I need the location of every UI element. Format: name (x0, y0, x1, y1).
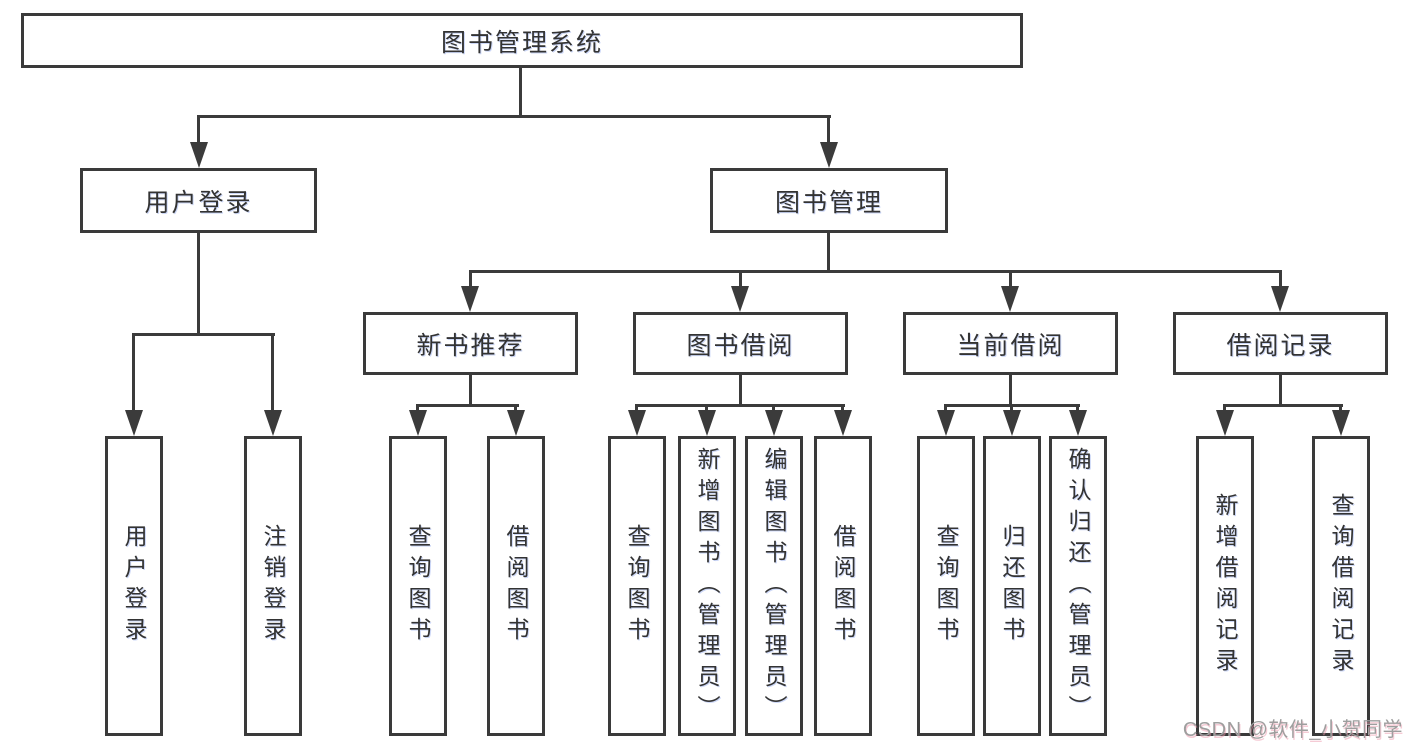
arrow-down-icon (1332, 410, 1350, 436)
leaf-nbr-borrow-book: 借阅图书 (487, 436, 545, 736)
connector-line (514, 406, 517, 412)
csdn-watermark: CSDN @软件_小贺同学 (1182, 719, 1403, 741)
leaf-user-login: 用户登录 (105, 436, 163, 736)
arrow-down-icon (731, 286, 749, 312)
connector-line (739, 272, 742, 287)
connector-line (944, 406, 947, 412)
arrow-down-icon (937, 410, 955, 436)
leaf-logout-login: 注销登录 (244, 436, 302, 736)
node-label: 新书推荐 (416, 331, 525, 360)
node-label: 图书借阅 (686, 331, 795, 360)
leaf-bb-add-book-admin: 新增图书（管理员） (678, 436, 736, 736)
arrow-down-icon (1271, 286, 1289, 312)
arrow-down-icon (628, 410, 646, 436)
connector-line (197, 117, 200, 143)
connector-line (1223, 404, 1343, 407)
arrow-down-icon (1069, 410, 1087, 436)
connector-line (519, 68, 522, 116)
leaf-label: 确认归还（管理员） (1065, 446, 1091, 726)
node-root-library-system: 图书管理系统 (21, 13, 1023, 68)
connector-line (1279, 272, 1282, 287)
connector-line (197, 233, 200, 334)
arrow-down-icon (834, 410, 852, 436)
node-label: 当前借阅 (956, 331, 1065, 360)
leaf-label: 借阅图书 (503, 524, 529, 648)
connector-line (944, 404, 1080, 407)
connector-line (271, 335, 274, 410)
connector-line (1223, 406, 1226, 412)
node-book-management: 图书管理 (710, 168, 948, 233)
leaf-label: 用户登录 (121, 524, 147, 648)
arrow-down-icon (1003, 410, 1021, 436)
node-current-borrow: 当前借阅 (903, 312, 1118, 375)
connector-line (827, 117, 830, 143)
connector-line (1009, 272, 1012, 287)
leaf-label: 查询图书 (933, 524, 959, 648)
connector-line (1279, 375, 1282, 405)
leaf-label: 新增图书（管理员） (694, 446, 720, 726)
connector-line (739, 375, 742, 405)
connector-line (469, 270, 1282, 273)
connector-line (416, 404, 519, 407)
connector-line (772, 406, 775, 412)
node-user-login: 用户登录 (80, 168, 317, 233)
arrow-down-icon (264, 410, 282, 436)
arrow-down-icon (820, 142, 838, 168)
leaf-br-add-record: 新增借阅记录 (1196, 436, 1254, 736)
leaf-label: 借阅图书 (830, 524, 856, 648)
leaf-nbr-query-book: 查询图书 (389, 436, 447, 736)
leaf-bb-borrow-book: 借阅图书 (814, 436, 872, 736)
connector-line (416, 406, 419, 412)
arrow-down-icon (1001, 286, 1019, 312)
connector-line (197, 115, 831, 118)
node-new-book-recommend: 新书推荐 (363, 312, 578, 375)
leaf-label: 归还图书 (999, 524, 1025, 648)
leaf-label: 注销登录 (260, 524, 286, 648)
arrow-down-icon (461, 286, 479, 312)
arrow-down-icon (765, 410, 783, 436)
connector-line (1010, 406, 1013, 412)
arrow-down-icon (698, 410, 716, 436)
leaf-cb-confirm-return-admin: 确认归还（管理员） (1049, 436, 1107, 736)
arrow-down-icon (409, 410, 427, 436)
node-label: 图书管理 (774, 188, 883, 217)
arrow-down-icon (1216, 410, 1234, 436)
leaf-label: 查询图书 (624, 524, 650, 648)
node-book-borrow: 图书借阅 (633, 312, 848, 375)
leaf-bb-edit-book-admin: 编辑图书（管理员） (745, 436, 803, 736)
connector-line (635, 404, 845, 407)
leaf-label: 编辑图书（管理员） (761, 446, 787, 726)
connector-line (1076, 406, 1079, 412)
node-label: 借阅记录 (1226, 331, 1335, 360)
leaf-label: 查询图书 (405, 524, 431, 648)
arrow-down-icon (507, 410, 525, 436)
connector-line (841, 406, 844, 412)
connector-line (635, 406, 638, 412)
connector-line (827, 233, 830, 271)
connector-line (1009, 375, 1012, 405)
node-label: 用户登录 (144, 188, 253, 217)
leaf-label: 查询借阅记录 (1328, 493, 1354, 679)
leaf-label: 新增借阅记录 (1212, 493, 1238, 679)
connector-line (1339, 406, 1342, 412)
node-label: 图书管理系统 (440, 28, 603, 57)
connector-line (469, 375, 472, 405)
node-borrow-records: 借阅记录 (1173, 312, 1388, 375)
connector-line (132, 335, 135, 410)
arrow-down-icon (190, 142, 208, 168)
leaf-cb-return-book: 归还图书 (983, 436, 1041, 736)
leaf-bb-query-book: 查询图书 (608, 436, 666, 736)
connector-line (469, 272, 472, 287)
arrow-down-icon (125, 410, 143, 436)
leaf-cb-query-book: 查询图书 (917, 436, 975, 736)
connector-line (705, 406, 708, 412)
connector-line (132, 333, 275, 336)
leaf-br-query-record: 查询借阅记录 (1312, 436, 1370, 736)
